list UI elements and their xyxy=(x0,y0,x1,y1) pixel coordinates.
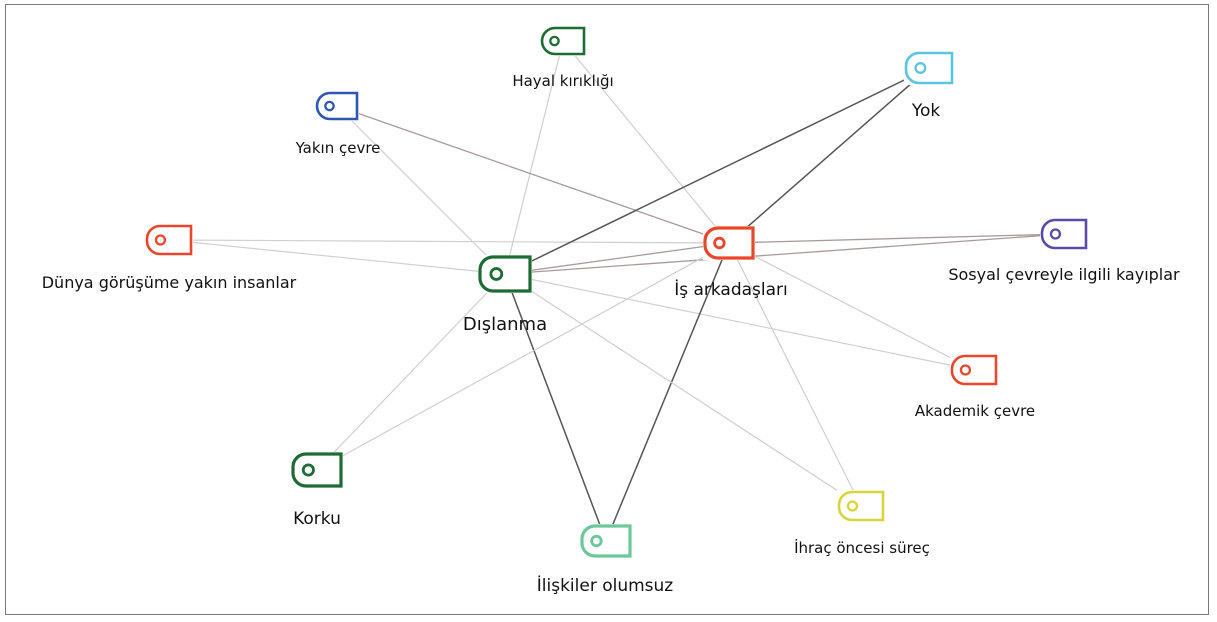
tag-hole-icon xyxy=(959,364,972,376)
node-korku[interactable]: Korku xyxy=(291,452,343,529)
tag-hole-icon xyxy=(846,500,859,512)
node-iliskiler[interactable]: İlişkiler olumsuz xyxy=(537,524,674,596)
node-yakin[interactable]: Yakın çevre xyxy=(295,91,381,157)
node-label: Dünya görüşüme yakın insanlar xyxy=(42,273,297,292)
edge-hayal-is xyxy=(562,40,730,244)
node-label: İlişkiler olumsuz xyxy=(537,575,674,596)
tag-icon xyxy=(1040,218,1088,250)
edges xyxy=(168,40,1065,542)
edge-is-iliskiler xyxy=(605,242,730,542)
edge-dislanma-akademik xyxy=(504,273,975,371)
tag-icon xyxy=(580,524,632,558)
edge-dislanma-ihrac xyxy=(504,273,862,507)
edge-is-ihrac xyxy=(728,242,862,507)
tag-icon xyxy=(540,26,586,56)
diagram-frame xyxy=(5,4,1209,615)
node-label: Hayal kırıklığı xyxy=(512,72,613,90)
edge-is-sosyal xyxy=(728,233,1065,244)
node-akademik[interactable]: Akademik çevre xyxy=(915,354,1035,420)
edge-yakin-is xyxy=(336,105,730,244)
node-yok[interactable]: Yok xyxy=(904,51,954,121)
edge-korku-is xyxy=(316,242,730,471)
edge-dislanma-korku xyxy=(316,273,506,471)
node-dunya[interactable]: Dünya görüşüme yakın insanlar xyxy=(42,224,297,292)
tag-icon xyxy=(478,255,532,293)
node-label: Yakın çevre xyxy=(295,139,381,157)
edge-yakin-dislanma xyxy=(336,105,506,275)
tag-icon xyxy=(904,51,954,85)
edge-yok-dislanma xyxy=(504,67,930,275)
node-label: Sosyal çevreyle ilgili kayıplar xyxy=(948,265,1180,284)
tag-icon xyxy=(950,354,998,386)
tag-hole-icon xyxy=(549,35,560,47)
node-is[interactable]: İş arkadaşları xyxy=(674,226,788,300)
node-ihrac[interactable]: İhraç öncesi süreç xyxy=(794,490,930,557)
edge-dislanma-sosyal xyxy=(504,233,1065,275)
edge-dunya-dislanma xyxy=(168,239,506,275)
tag-hole-icon xyxy=(324,100,335,112)
node-label: Dışlanma xyxy=(463,314,547,335)
tag-hole-icon xyxy=(590,534,603,548)
tag-icon xyxy=(145,224,193,256)
tag-hole-icon xyxy=(1049,228,1062,240)
edge-dunya-is xyxy=(168,239,730,244)
node-label: İş arkadaşları xyxy=(674,279,788,300)
tag-hole-icon xyxy=(154,234,167,246)
edge-hayal-dislanma xyxy=(504,40,564,275)
tag-icon xyxy=(291,452,343,488)
node-sosyal[interactable]: Sosyal çevreyle ilgili kayıplar xyxy=(948,218,1180,284)
node-hayal[interactable]: Hayal kırıklığı xyxy=(512,26,614,90)
node-label: Yok xyxy=(911,101,941,121)
tag-hole-icon xyxy=(713,236,726,250)
node-dislanma[interactable]: Dışlanma xyxy=(463,255,547,335)
node-label: Korku xyxy=(293,509,341,529)
tag-icon xyxy=(837,490,885,522)
tag-icon xyxy=(315,91,359,121)
edge-dislanma-is xyxy=(504,242,730,275)
tag-icon xyxy=(703,226,755,260)
tag-hole-icon xyxy=(489,267,504,281)
node-label: Akademik çevre xyxy=(915,402,1035,420)
node-label: İhraç öncesi süreç xyxy=(794,538,930,557)
edge-is-akademik xyxy=(728,242,975,371)
edge-yok-is xyxy=(728,67,930,244)
tag-hole-icon xyxy=(914,62,927,74)
tag-hole-icon xyxy=(301,463,315,477)
edge-dislanma-iliskiler xyxy=(504,273,607,542)
